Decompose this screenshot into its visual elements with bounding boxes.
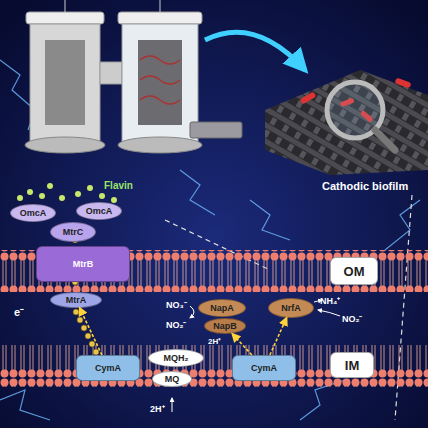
node-text: NapA [210, 304, 234, 313]
reactor [25, 0, 242, 153]
reactor-base [118, 137, 202, 153]
anode [45, 40, 85, 125]
reactor-lid [26, 12, 104, 24]
quinone: MQH₂ [148, 349, 204, 367]
protein-nrfa: NrfA [268, 298, 314, 318]
node-text: MtrC [63, 228, 84, 237]
membrane-label: IM [330, 352, 374, 378]
protein-napa: NapA [198, 299, 246, 317]
wire [65, 0, 66, 12]
heme [73, 309, 79, 315]
protein-cyma: CymA [232, 355, 296, 381]
flavin-dot [99, 193, 105, 199]
node-text: OmcA [86, 207, 113, 216]
node-text: CymA [251, 364, 277, 373]
heme [85, 333, 91, 339]
flavin-dot [75, 191, 81, 197]
reactor-lid [118, 12, 202, 24]
wire [160, 0, 161, 12]
proton-arrow [172, 398, 173, 412]
flavin-dot [111, 197, 117, 203]
flavin-dot [27, 189, 33, 195]
reaction-arrow [190, 306, 194, 318]
electron-transfer-arrow [80, 308, 102, 355]
cathode [138, 40, 182, 125]
bacterium [394, 77, 411, 88]
node-text: MtrB [73, 260, 94, 269]
flavin-dot [17, 195, 23, 201]
flavin-dot [87, 185, 93, 191]
chemical-label: 2H⁺ [208, 335, 221, 346]
reactor-chamber [30, 24, 100, 142]
chemical-label: NH₄⁺ [320, 294, 340, 307]
node-text: OmcA [20, 209, 47, 218]
reactor-base [25, 137, 105, 153]
protein-omca: OmcA [76, 202, 122, 220]
heme [89, 341, 95, 347]
inner-membrane [0, 345, 428, 387]
chemical-label: NO₃⁻ [166, 298, 187, 311]
reactor-chamber [122, 24, 198, 142]
caption-label: Cathodic biofilm [322, 180, 408, 192]
lightning-bolt [0, 390, 50, 420]
protein-mtrb: MtrB [36, 246, 130, 282]
biofilm-view [265, 70, 428, 175]
node-text: CymA [95, 364, 121, 373]
electron-transfer-arrow [270, 318, 287, 355]
electron-transfer-arrow [232, 334, 252, 355]
protein-omca: OmcA [10, 204, 56, 222]
node-text: MQ [165, 375, 180, 384]
node-text: MQH₂ [164, 354, 189, 363]
bacterium [300, 91, 317, 104]
chemical-label: Flavin [104, 180, 133, 191]
flavin-dot [59, 195, 65, 201]
reactor-tube [100, 62, 122, 84]
magnifier-handle [375, 130, 395, 150]
node-text: NapB [213, 322, 237, 331]
heme [81, 325, 87, 331]
flavin-molecules [17, 183, 117, 203]
quinone: MQ [152, 371, 192, 387]
node-text: IM [345, 359, 359, 372]
heme [77, 317, 83, 323]
protein-napb: NapB [204, 318, 246, 334]
lightning-bolt [385, 200, 420, 250]
chemical-label: NO₂⁻ [166, 318, 187, 331]
power-supply [190, 122, 242, 138]
node-text: MtrA [66, 296, 87, 305]
node-text: NrfA [281, 304, 301, 313]
node-text: OM [344, 265, 365, 278]
reaction-arrow [318, 310, 340, 316]
membrane-label: OM [330, 257, 378, 285]
protein-mtra: MtrA [50, 292, 102, 308]
chemical-label: NO₂⁻ [342, 312, 363, 325]
biofilm [140, 56, 180, 104]
protein-mtrc: MtrC [50, 222, 96, 242]
flavin-dot [47, 183, 53, 189]
flavin-dot [39, 193, 45, 199]
chemical-label: 2H⁺ [150, 402, 165, 415]
chemical-label: e⁻ [14, 304, 24, 319]
flow-arrow [205, 32, 305, 70]
lightning-bolt [250, 200, 290, 240]
lightning-bolt [180, 170, 215, 215]
electrode-mesh [265, 70, 428, 175]
protein-cyma: CymA [76, 355, 140, 381]
